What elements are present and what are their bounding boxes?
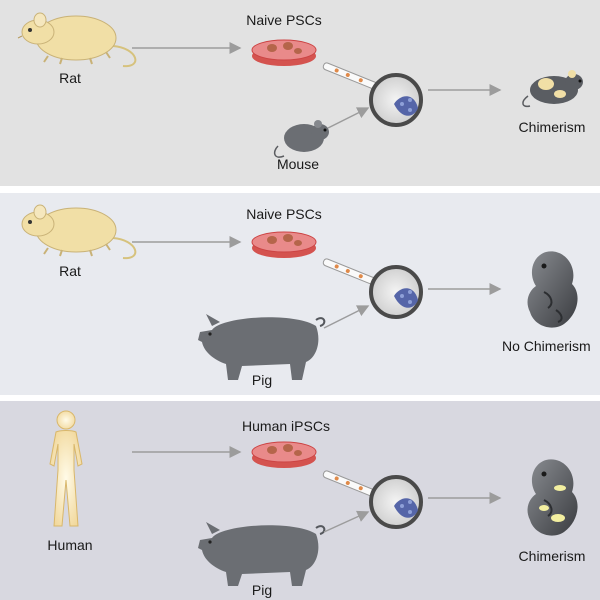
- blastocyst-icon-3: [369, 475, 423, 529]
- chimeric-mouse-icon: [522, 70, 583, 108]
- human-icon: [49, 410, 83, 527]
- outcome-label-3: Chimerism: [518, 548, 586, 564]
- blastocyst-icon: [369, 73, 423, 127]
- cells-label-3: Human iPSCs: [242, 418, 330, 434]
- donor-label-1: Rat: [59, 70, 81, 86]
- arrow-pig-to-blastocyst-2: [323, 510, 370, 533]
- rat-icon: [17, 12, 137, 68]
- cells-label-1: Naive PSCs: [246, 12, 322, 28]
- donor-label-2: Rat: [59, 263, 81, 279]
- embryo-icon: [527, 251, 578, 328]
- culture-dish-icon-3: [251, 441, 317, 468]
- pig-icon-2: [198, 522, 326, 586]
- culture-dish-icon: [251, 39, 317, 66]
- cells-label-2: Naive PSCs: [246, 206, 322, 222]
- donor-label-3: Human: [47, 537, 93, 553]
- chimeric-embryo-icon: [527, 459, 578, 536]
- mouse-icon: [273, 120, 329, 158]
- rat-icon-2: [21, 204, 137, 260]
- host-label-2: Pig: [251, 372, 273, 388]
- arrow-mouse-to-blastocyst: [327, 107, 370, 129]
- host-label-3: Pig: [251, 582, 273, 598]
- arrow-pig-to-blastocyst-1: [323, 305, 370, 329]
- blastocyst-icon-2: [369, 265, 423, 319]
- pipette-icon-3: [322, 470, 379, 498]
- outcome-label-1: Chimerism: [518, 119, 586, 135]
- outcome-label-2: No Chimerism: [502, 338, 591, 354]
- culture-dish-icon-2: [251, 231, 317, 258]
- host-label-1: Mouse: [276, 156, 320, 172]
- pig-icon: [198, 314, 326, 380]
